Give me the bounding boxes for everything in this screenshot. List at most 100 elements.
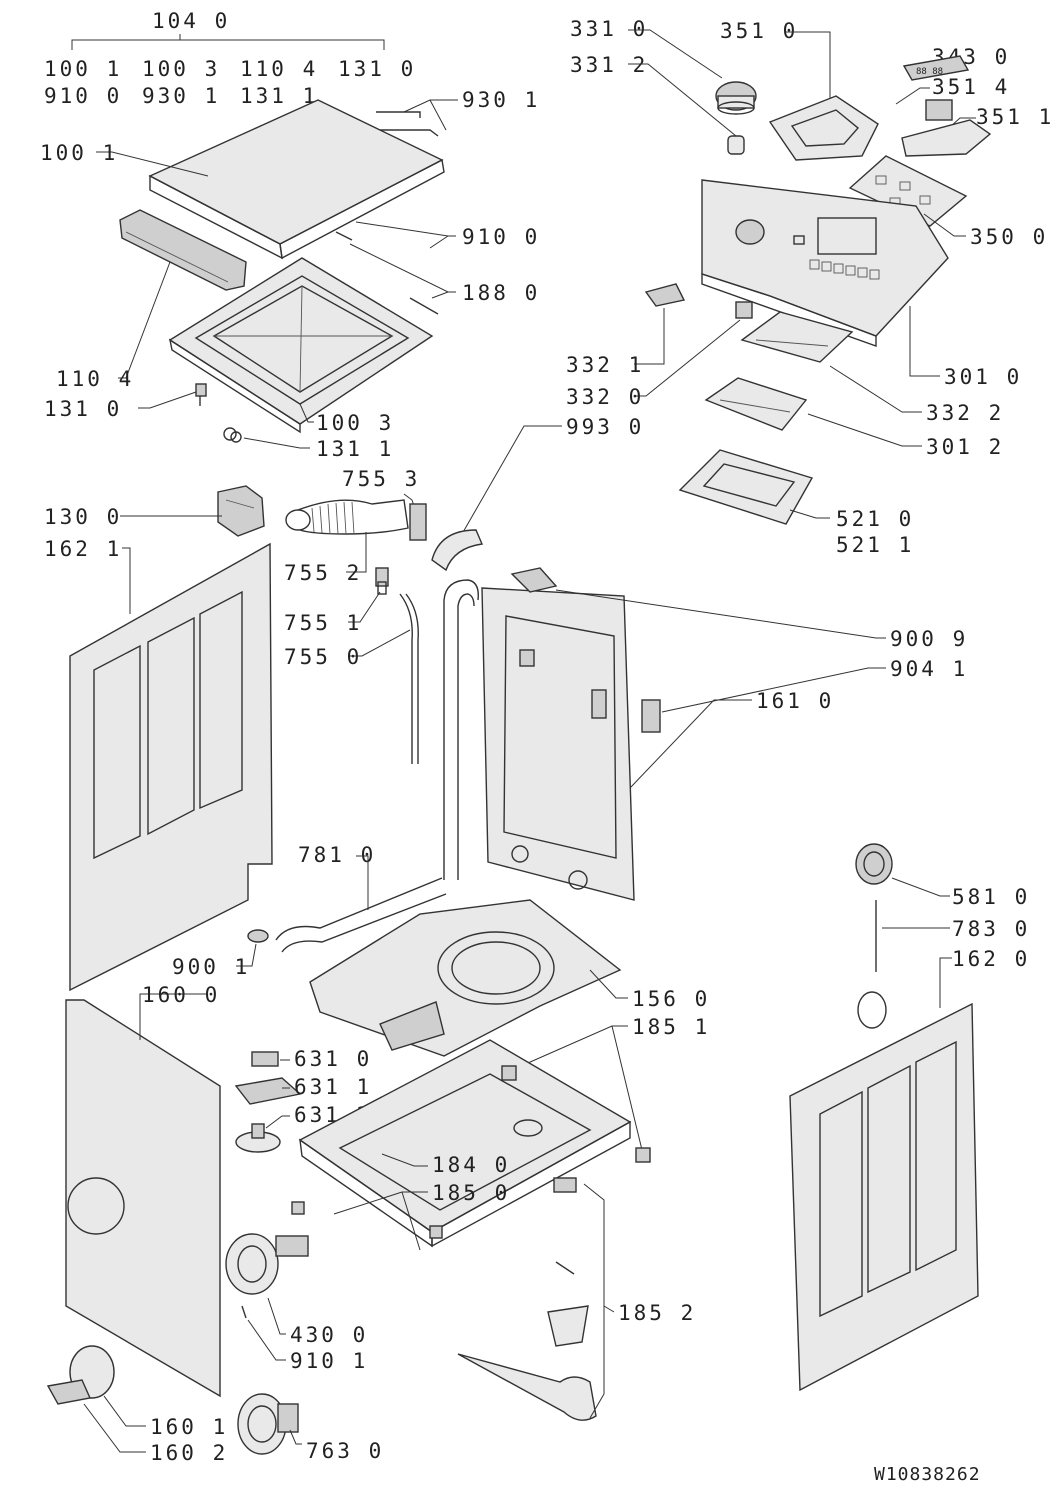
label-581-0: 581 0: [952, 885, 1030, 909]
leader-184-0: [381, 1153, 428, 1167]
right-side-panel-part: [789, 1002, 979, 1392]
knob-part-331-0: [715, 81, 757, 115]
filter-part-763-0: [237, 1393, 299, 1455]
leader-900-9: [555, 589, 886, 639]
svg-text:88 88: 88 88: [916, 67, 943, 77]
leader-160-1: [103, 1395, 146, 1427]
hose-part-781-0: [275, 877, 443, 941]
buttons-part-332-2: [740, 311, 854, 363]
label-332-2: 332 2: [926, 401, 1004, 425]
left-side-panel-part: [69, 542, 273, 992]
label-430-0: 430 0: [290, 1323, 368, 1347]
leader-351-4: [895, 87, 930, 105]
label-910-0-b: 910 0: [462, 225, 540, 249]
spring-part-131-1: [223, 427, 242, 443]
leader-131-0: [138, 391, 197, 409]
cap-part-c: [857, 991, 887, 1029]
leader-100-3: [299, 403, 314, 423]
screw-part-910-0: [335, 231, 439, 315]
label-156-0: 156 0: [632, 987, 710, 1011]
label-160-0: 160 0: [142, 983, 220, 1007]
label-332-0: 332 0: [566, 385, 644, 409]
leader-755-2: [346, 532, 367, 573]
label-131-0-a: 131 0: [338, 57, 416, 81]
label-100-1-b: 100 1: [40, 141, 118, 165]
clip-part-332-0: [735, 301, 753, 319]
bracket-104-0: [71, 34, 385, 50]
leader-430-0: [267, 1297, 286, 1335]
label-301-2: 301 2: [926, 435, 1004, 459]
knob-cap-part-331-2: [727, 135, 745, 155]
knob-part-581-0: [855, 843, 893, 885]
label-521-0: 521 0: [836, 507, 914, 531]
module-part-130-0: [217, 485, 265, 537]
top-frame-part: [168, 257, 434, 434]
base-tray-part: [309, 899, 622, 1057]
rear-panel-part: [481, 587, 635, 901]
label-162-1: 162 1: [44, 537, 122, 561]
frame-part-351-0: [768, 95, 879, 161]
label-755-0: 755 0: [284, 645, 362, 669]
drain-hose-part: [443, 579, 479, 880]
label-351-1: 351 1: [976, 105, 1054, 129]
leader-162-0: [939, 957, 952, 1008]
label-900-9: 900 9: [890, 627, 968, 651]
label-631-1: 631 1: [294, 1075, 372, 1099]
label-185-0: 185 0: [432, 1181, 510, 1205]
leader-160-0: [139, 993, 208, 1040]
leader-131-1: [243, 437, 310, 449]
label-110-4-a: 110 4: [240, 57, 318, 81]
bracket-part-351-1: [901, 119, 992, 157]
label-100-3-b: 100 3: [316, 411, 394, 435]
leader-351-0: [784, 31, 831, 104]
label-783-0: 783 0: [952, 917, 1030, 941]
display-part-343-0: 88 88: [902, 55, 970, 81]
label-631-0: 631 0: [294, 1047, 372, 1071]
label-351-0: 351 0: [720, 19, 798, 43]
label-100-3-a: 100 3: [142, 57, 220, 81]
leader-910-1: [247, 1319, 286, 1361]
label-131-0-b: 131 0: [44, 397, 122, 421]
foot-part-185: [291, 1065, 651, 1239]
label-110-4-b: 110 4: [56, 367, 134, 391]
dispenser-part-521-0: [678, 449, 814, 525]
bracket-part-631-1: [234, 1077, 302, 1105]
leader-331-0: [628, 29, 723, 79]
latch-part-332-1: [644, 283, 686, 307]
bracket-part-631-0: [251, 1051, 279, 1067]
leader-301-0: [909, 306, 940, 377]
leader-581-0: [891, 877, 950, 897]
label-351-4: 351 4: [932, 75, 1010, 99]
label-930-1-b: 930 1: [462, 88, 540, 112]
label-185-1: 185 1: [632, 1015, 710, 1039]
leader-755-1: [348, 591, 381, 623]
bellows-hose-part: [285, 499, 409, 535]
leader-100-1: [96, 151, 209, 177]
label-104-0: 104 0: [152, 9, 230, 33]
leader-332-0: [634, 319, 741, 397]
wire-part-930-1: [370, 111, 439, 137]
clip-part-131-0: [195, 383, 207, 406]
bracket-part-900-9: [510, 567, 558, 593]
label-331-2: 331 2: [570, 53, 648, 77]
document-id: W10838262: [874, 1464, 981, 1485]
leader-301-2: [807, 413, 922, 447]
leader-350-0: [923, 213, 966, 237]
connector-part-755-1: [375, 567, 389, 595]
label-993-0: 993 0: [566, 415, 644, 439]
plug-part-900-1: [247, 929, 269, 943]
label-161-0: 161 0: [756, 689, 834, 713]
leader-781-0: [356, 855, 369, 910]
label-185-2: 185 2: [618, 1301, 696, 1325]
label-755-1: 755 1: [284, 611, 362, 635]
leader-910-0: [355, 221, 456, 237]
leader-993-0: [461, 425, 562, 535]
elbow-part-993-0: [431, 529, 484, 572]
connector-part-351-4: [925, 99, 953, 121]
label-930-1-a: 930 1: [142, 84, 220, 108]
bracket-part-755-3: [409, 503, 427, 541]
label-162-0: 162 0: [952, 947, 1030, 971]
lever-parts-185-2: [457, 1177, 597, 1421]
leader-162-1: [122, 547, 131, 614]
leader-904-1: [661, 667, 886, 713]
